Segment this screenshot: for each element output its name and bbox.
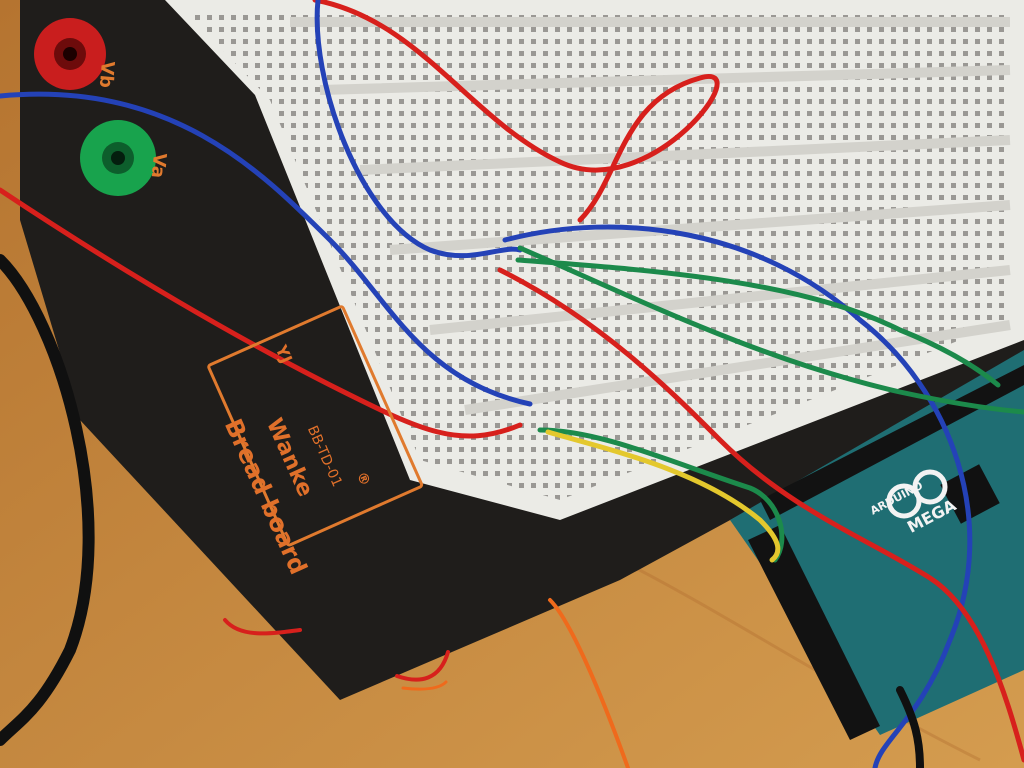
wire-green-upper (515, 257, 1001, 388)
power-terminal-red (34, 18, 106, 90)
brand-sub-text: Wanke (261, 414, 318, 501)
registered-mark-icon: ® (352, 469, 374, 489)
power-terminal-green (80, 120, 156, 196)
wire-red-short-c (401, 680, 448, 691)
arduino-chip (940, 464, 1000, 524)
wire-red-short-a (223, 618, 302, 636)
wire-red-top (312, 0, 720, 223)
wire-blue-top (314, 0, 523, 259)
terminal-label-va: Va (146, 152, 170, 179)
wire-red-main (497, 267, 1024, 763)
wire-blue-main (502, 224, 973, 768)
brand-logo-icon: YJ (271, 342, 297, 367)
wire-yellow (545, 429, 781, 563)
breadboard (165, 0, 1024, 520)
wire-green-arduino (537, 427, 785, 563)
wire-black-loop (0, 254, 95, 746)
brand-model-text: BB-TD-01 (303, 423, 345, 490)
wire-red-short-b (395, 650, 450, 682)
arduino-logo-circle-a (886, 483, 922, 519)
arduino-header-left (748, 525, 880, 740)
breadboard-row-dividers (290, 17, 1011, 415)
wire-orange (548, 598, 630, 768)
wire-red-left (0, 187, 523, 439)
wire-blue-left (0, 91, 533, 407)
breadboard-hole-field (185, 10, 1010, 500)
wire-black-right (896, 686, 924, 768)
terminal-label-vb: Vb (94, 60, 118, 89)
arduino-logo-circle-b (912, 469, 948, 505)
wire-green-lower (517, 245, 1024, 415)
